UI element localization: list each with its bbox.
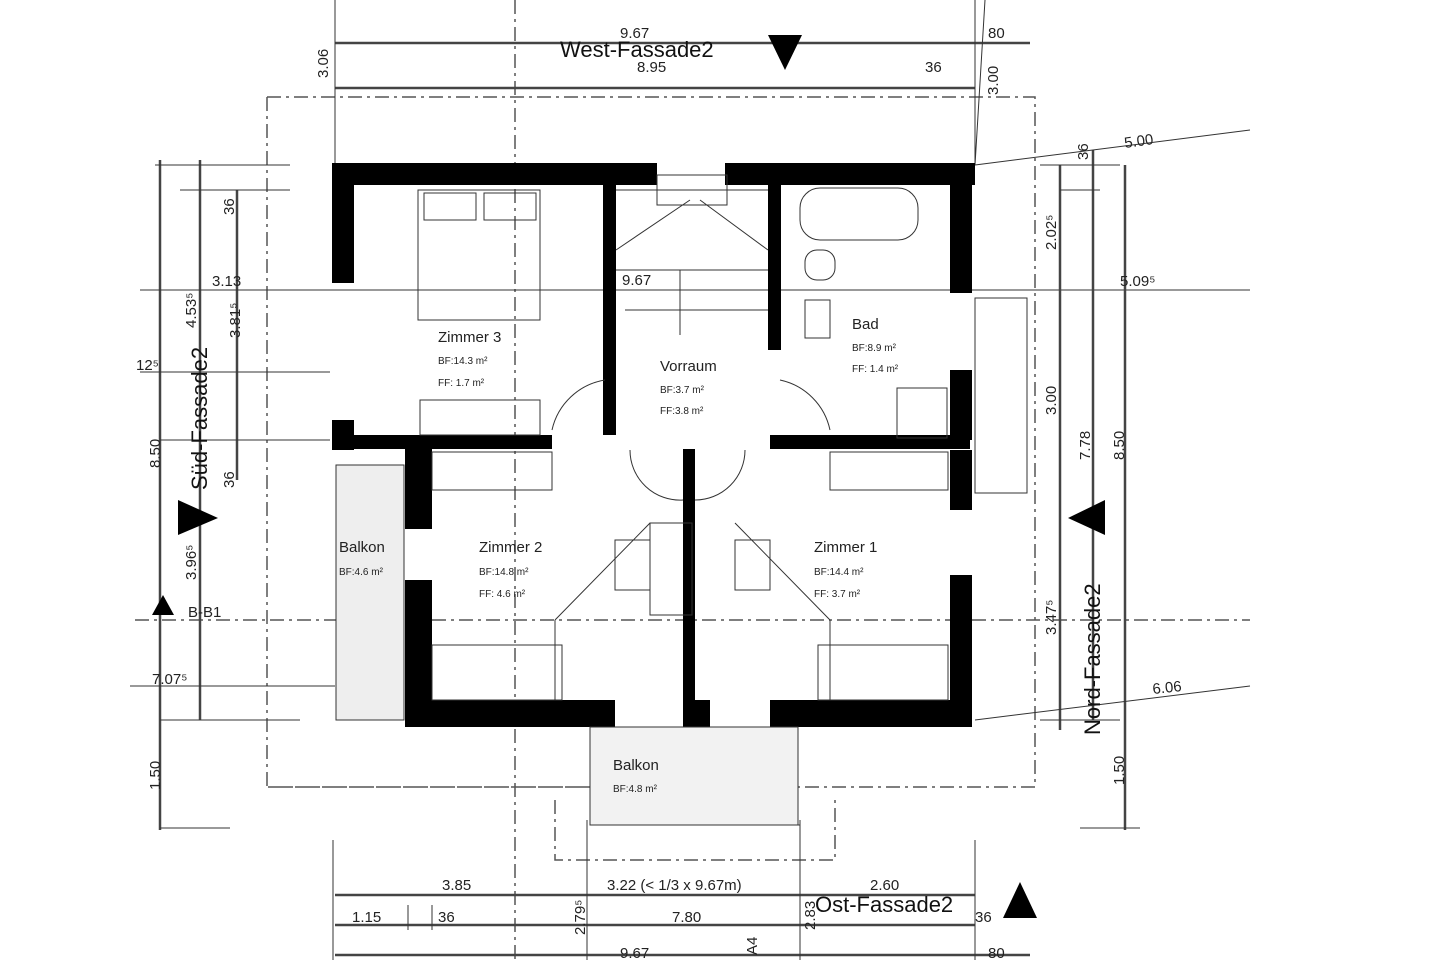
facade-markers [152, 35, 1105, 918]
room-name: Zimmer 2 [479, 539, 542, 556]
dim-text: 3.96⁵ [183, 545, 200, 580]
room-bf: BF:14.8 m² [479, 567, 529, 578]
room-zimmer-1: Zimmer 1 BF:14.4 m² FF: 3.7 m² [814, 539, 877, 600]
dim-text: 2.60 [870, 877, 899, 894]
dim-text: 8.50 [147, 439, 164, 468]
room-vorraum: Vorraum BF:3.7 m² FF:3.8 m² [660, 358, 717, 417]
roof-outline [135, 0, 1250, 960]
stair-dim-text: 9.67 [622, 272, 651, 289]
section-marker-icon [152, 595, 174, 615]
sued-facade-label: Süd-Fassade2 [187, 347, 212, 490]
room-bf: BF:4.8 m² [613, 784, 658, 795]
room-bf: BF:14.4 m² [814, 567, 864, 578]
dim-text: 3.47⁵ [1043, 600, 1060, 635]
dim-text: 36 [221, 198, 238, 215]
room-bf: BF:14.3 m² [438, 356, 488, 367]
room-balkon-left: Balkon BF:4.6 m² [339, 539, 385, 578]
west-facade-marker-icon [768, 35, 802, 70]
dimensions-bottom: 3.85 3.22 (< 1/3 x 9.67m) 2.60 1.15 36 7… [352, 877, 1005, 960]
dim-text: 3.06 [315, 49, 332, 78]
dim-text: 3.13 [212, 273, 241, 290]
room-bf: BF:4.6 m² [339, 567, 384, 578]
dim-text: 8.95 [637, 59, 666, 76]
room-balkon-bottom: Balkon BF:4.8 m² [613, 757, 659, 795]
dim-text: 2.79⁵ [572, 900, 589, 935]
dim-text: 7.07⁵ [152, 671, 187, 688]
dim-text: 5.09⁵ [1120, 273, 1155, 290]
dim-text: 36 [1075, 143, 1092, 160]
dim-text: 9.67 [620, 945, 649, 960]
room-ff: FF: 4.6 m² [479, 589, 526, 600]
dimensions-left: 3.13 3.81⁵ 4.53⁵ 36 12⁵ 8.50 36 3.96⁵ 7.… [136, 198, 244, 790]
dim-text: 3.00 [985, 66, 1002, 95]
room-name: Zimmer 1 [814, 539, 877, 556]
dim-text: 3.00 [1043, 386, 1060, 415]
dim-text: 5.00 [1123, 131, 1154, 152]
section-label: B-B1 [188, 604, 221, 621]
sued-facade-marker-icon [178, 500, 218, 535]
walls [332, 163, 975, 727]
room-zimmer-3: Zimmer 3 BF:14.3 m² FF: 1.7 m² [438, 329, 501, 389]
dim-text: 2.02⁵ [1043, 215, 1060, 250]
dim-text: 36 [975, 909, 992, 926]
dim-text: 1.15 [352, 909, 381, 926]
dim-text: 4.53⁵ [183, 293, 200, 328]
nord-facade-marker-icon [1068, 500, 1105, 535]
dimensions-right: 5.00 36 2.02⁵ 5.09⁵ 3.00 7.78 8.50 3.47⁵… [1043, 131, 1182, 785]
dimensions-top: 9.67 8.95 80 36 3.06 3.00 [315, 25, 1005, 95]
dim-text: 8.50 [1111, 431, 1128, 460]
furnishings [335, 174, 1028, 826]
room-name: Bad [852, 316, 879, 333]
dim-text: 3.22 (< 1/3 x 9.67m) [607, 877, 742, 894]
dim-text: 1.50 [147, 761, 164, 790]
room-bad: Bad BF:8.9 m² FF: 1.4 m² [852, 316, 899, 375]
room-zimmer-2: Zimmer 2 BF:14.8 m² FF: 4.6 m² [479, 539, 542, 600]
dim-text: 9.67 [620, 25, 649, 42]
room-bf: BF:8.9 m² [852, 343, 897, 354]
dim-text: 80 [988, 945, 1005, 960]
room-name: Zimmer 3 [438, 329, 501, 346]
dim-text: 1.50 [1111, 756, 1128, 785]
dim-text: 80 [988, 25, 1005, 42]
room-ff: FF: 1.4 m² [852, 364, 899, 375]
dim-text: 3.85 [442, 877, 471, 894]
room-name: Balkon [339, 539, 385, 556]
dim-text: 36 [221, 471, 238, 488]
room-ff: FF:3.8 m² [660, 406, 704, 417]
dim-text: 7.78 [1077, 431, 1094, 460]
dim-text: A4 [744, 937, 761, 955]
room-bf: BF:3.7 m² [660, 385, 705, 396]
dim-text: 36 [925, 59, 942, 76]
west-facade-label: West-Fassade2 [560, 37, 714, 62]
room-ff: FF: 3.7 m² [814, 589, 861, 600]
ost-facade-marker-icon [1003, 882, 1037, 918]
dim-text: 36 [438, 909, 455, 926]
dim-text: 7.80 [672, 909, 701, 926]
dim-text: 6.06 [1152, 678, 1183, 698]
room-name: Vorraum [660, 358, 717, 375]
nord-facade-label: Nord-Fassade2 [1080, 583, 1105, 735]
room-ff: FF: 1.7 m² [438, 378, 485, 389]
room-name: Balkon [613, 757, 659, 774]
dim-text: 12⁵ [136, 357, 159, 374]
dim-text: 2.83 [802, 901, 819, 930]
dimension-lines [130, 0, 1251, 960]
dim-text: 3.81⁵ [227, 303, 244, 338]
ost-facade-label: Ost-Fassade2 [815, 892, 953, 917]
